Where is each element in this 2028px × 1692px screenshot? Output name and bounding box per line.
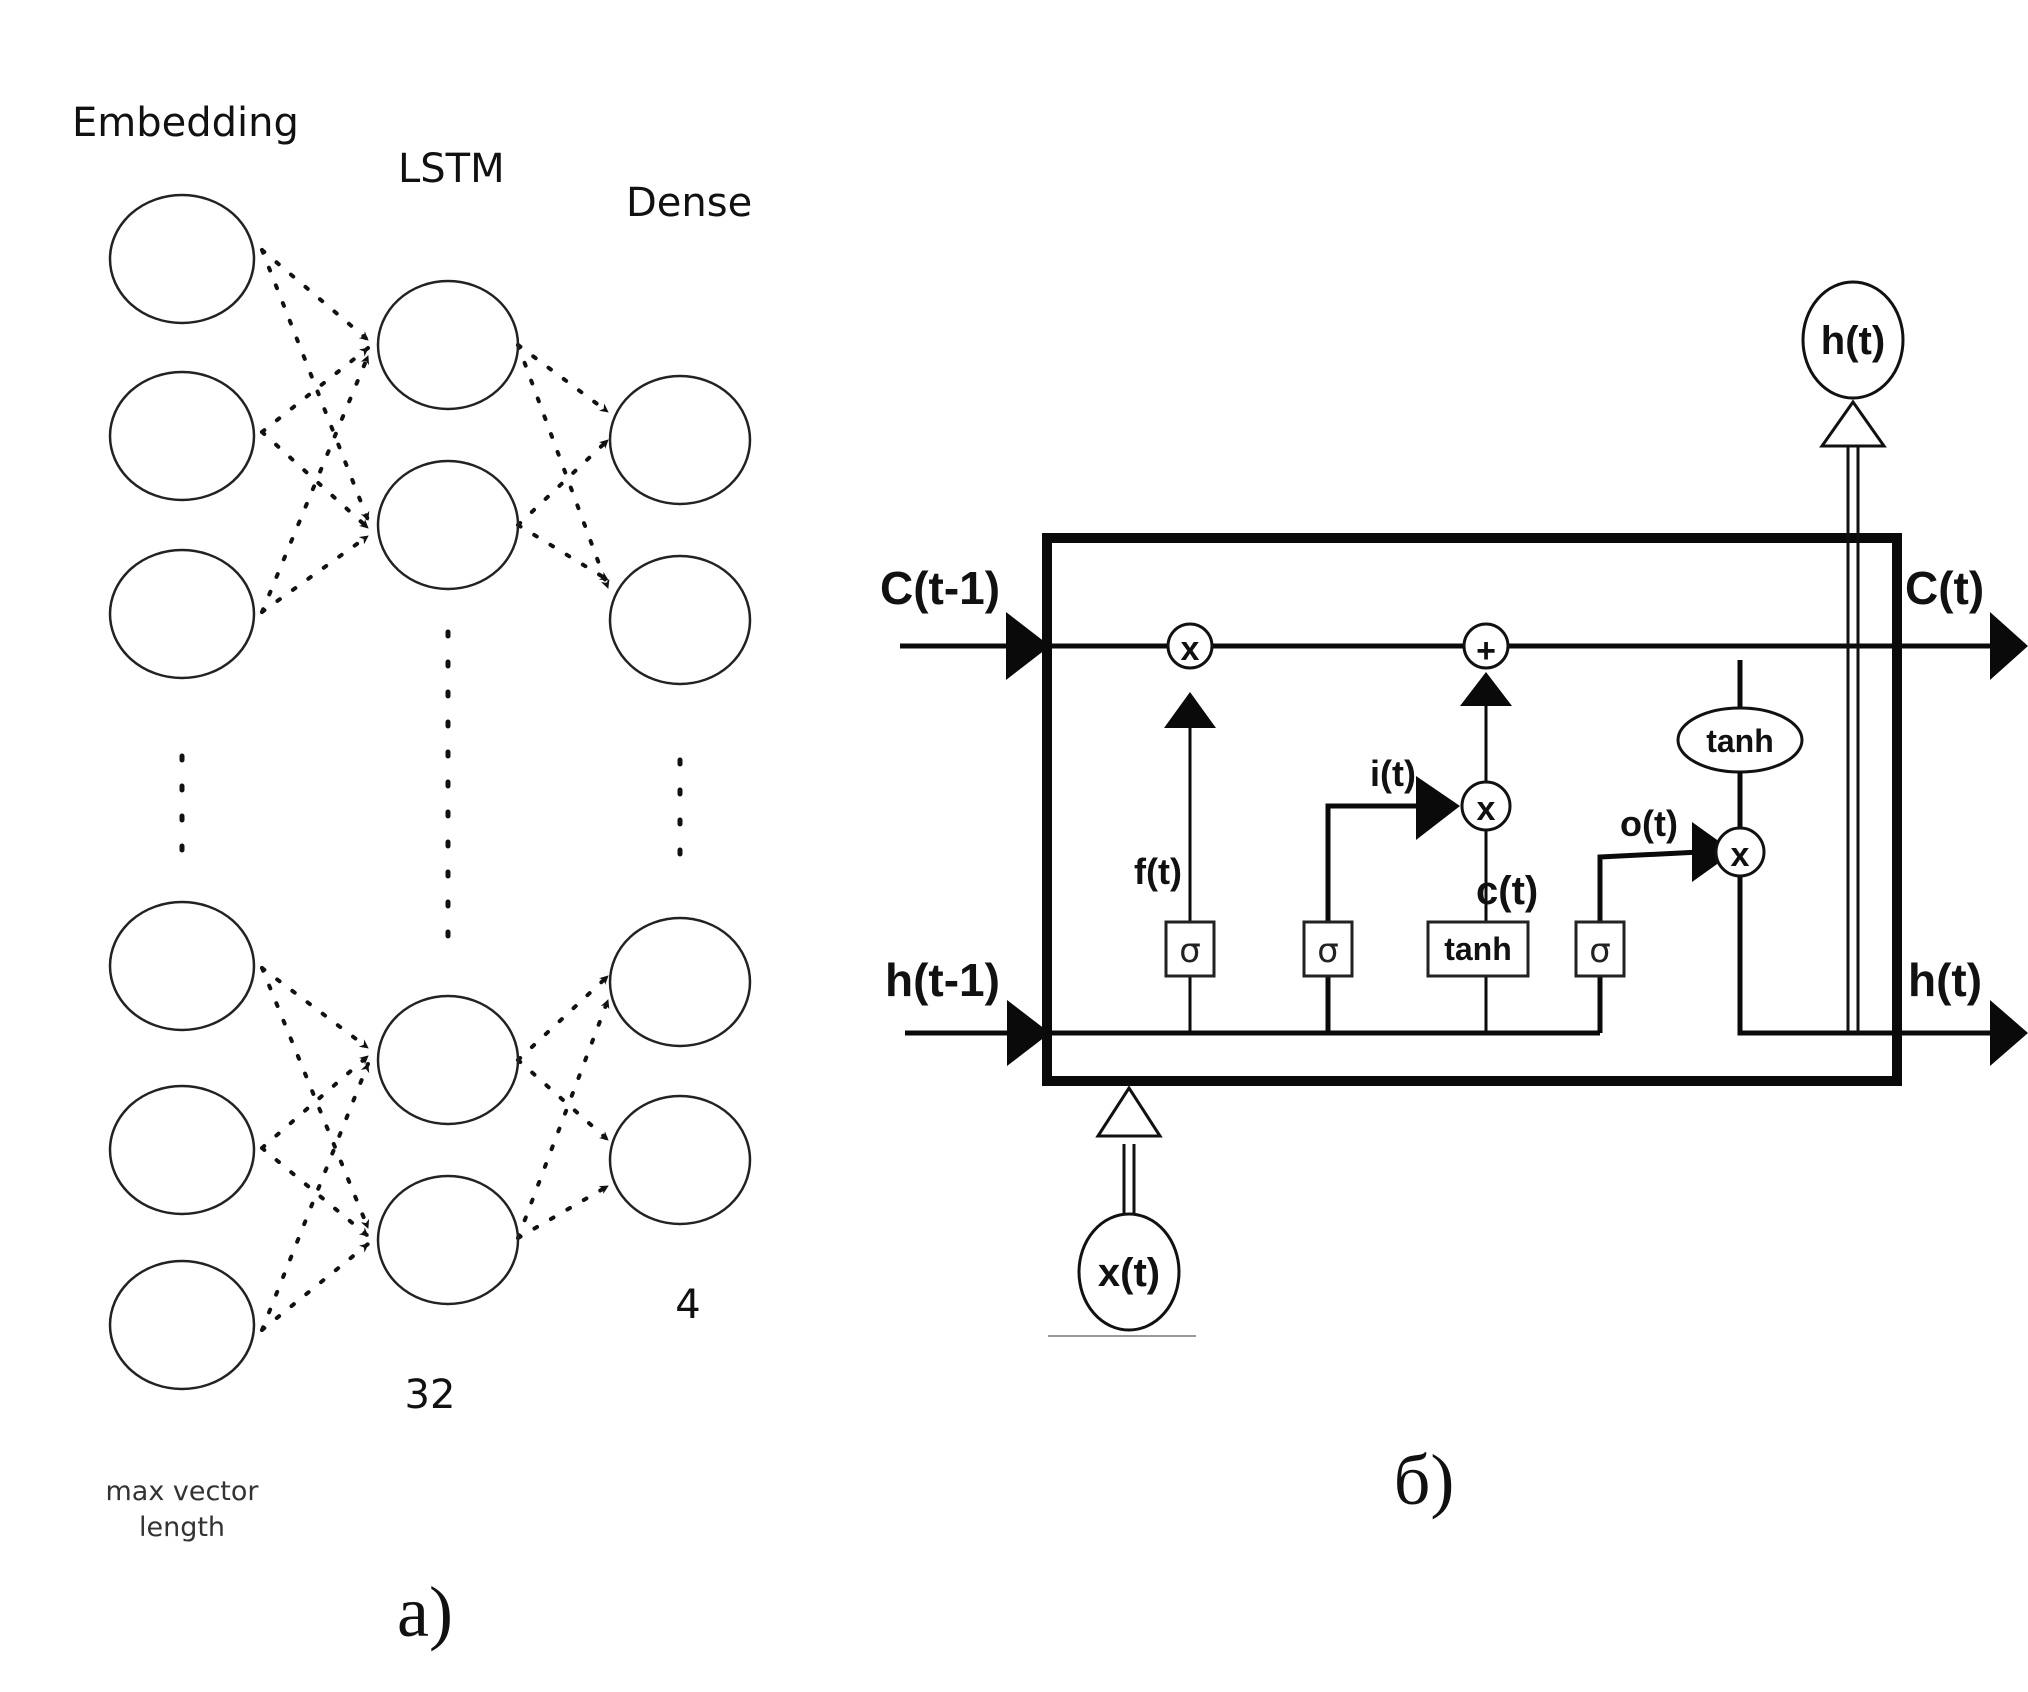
layer-title-dense: Dense xyxy=(626,180,752,226)
label-cell-out: C(t) xyxy=(1905,562,1984,614)
forget-multiply-op xyxy=(1166,622,1214,670)
embedding-size-label: max vector xyxy=(105,1476,259,1507)
h-top-arrow xyxy=(1819,399,1887,448)
label-hidden-top: h(t) xyxy=(1821,319,1885,363)
label-candidate: c(t) xyxy=(1476,869,1538,913)
cell-box xyxy=(1042,533,1902,1086)
embedding-neuron xyxy=(108,1084,256,1216)
forget-sigma-symbol: σ xyxy=(1179,931,1201,971)
forget-gate-arrow xyxy=(1164,692,1216,728)
cell-state-in-arrow xyxy=(1006,612,1050,680)
input-multiply-symbol: x xyxy=(1477,790,1496,828)
input-sigma-box xyxy=(1302,920,1354,978)
forget-multiply-symbol: x xyxy=(1181,630,1200,668)
output-multiply-symbol: x xyxy=(1731,836,1750,874)
output-sigma-box xyxy=(1574,920,1626,978)
output-tanh-label: tanh xyxy=(1706,723,1774,759)
input-sigma-symbol: σ xyxy=(1317,931,1339,971)
lstm-neuron xyxy=(376,994,520,1126)
cell-add-op xyxy=(1462,622,1510,670)
label-input: i(t) xyxy=(1370,753,1416,794)
embedding-neuron xyxy=(108,900,256,1032)
connections-lstm-dense xyxy=(516,343,610,1240)
cell-add-symbol: + xyxy=(1476,632,1496,670)
dense-neuron xyxy=(608,1094,752,1226)
embedding-layer xyxy=(108,193,256,1391)
hidden-out-arrow xyxy=(1990,1000,2028,1066)
candidate-arrow xyxy=(1460,672,1512,706)
caption-b: б) xyxy=(1394,1440,1455,1520)
label-forget: f(t) xyxy=(1134,851,1182,892)
dense-neuron xyxy=(608,374,752,506)
output-gate-arrow xyxy=(1692,822,1734,882)
label-cell-prev: C(t-1) xyxy=(880,562,1000,614)
candidate-tanh-box xyxy=(1426,920,1530,978)
panel-a-network: Embedding LSTM Dense xyxy=(72,100,752,1652)
cell-state-out-arrow xyxy=(1990,612,2028,680)
embedding-neuron xyxy=(108,193,256,325)
candidate-tanh-label: tanh xyxy=(1444,931,1512,967)
layer-title-lstm: LSTM xyxy=(398,146,505,192)
x-input-arrow xyxy=(1095,1085,1163,1138)
embedding-neuron xyxy=(108,1259,256,1391)
embedding-neuron xyxy=(108,370,256,502)
caption-a: a) xyxy=(397,1572,453,1652)
dense-layer xyxy=(608,374,752,1226)
dense-neuron xyxy=(608,916,752,1048)
embedding-size-label-2: length xyxy=(139,1512,225,1543)
input-gate-line xyxy=(1325,803,1420,1033)
lstm-neuron xyxy=(376,279,520,411)
label-hidden-out: h(t) xyxy=(1908,954,1982,1006)
connections-embedding-lstm-bottom xyxy=(260,966,370,1332)
embedding-neuron xyxy=(108,548,256,680)
dense-size-label: 4 xyxy=(675,1282,700,1328)
dense-neuron xyxy=(608,554,752,686)
layer-title-embedding: Embedding xyxy=(72,100,299,146)
lstm-layer xyxy=(376,279,520,1306)
panel-b-lstm-cell: C(t-1) h(t-1) C(t) h(t) σ f(t) x σ i(t) … xyxy=(880,280,2028,1520)
input-gate-arrow xyxy=(1416,776,1460,840)
connections-embedding-lstm-top xyxy=(260,248,370,614)
forget-sigma-box xyxy=(1164,920,1216,978)
h-top-node xyxy=(1801,280,1905,400)
label-hidden-prev: h(t-1) xyxy=(885,954,1000,1006)
label-x: x(t) xyxy=(1098,1251,1160,1295)
lstm-size-label: 32 xyxy=(405,1372,456,1418)
output-multiply-op xyxy=(1714,826,1766,878)
x-input-node xyxy=(1077,1212,1181,1332)
output-sigma-symbol: σ xyxy=(1589,931,1611,971)
input-multiply-op xyxy=(1460,780,1512,832)
lstm-neuron xyxy=(376,1174,520,1306)
lstm-neuron xyxy=(376,459,520,591)
label-output: o(t) xyxy=(1620,803,1678,844)
hidden-in-arrow xyxy=(1007,1000,1050,1066)
